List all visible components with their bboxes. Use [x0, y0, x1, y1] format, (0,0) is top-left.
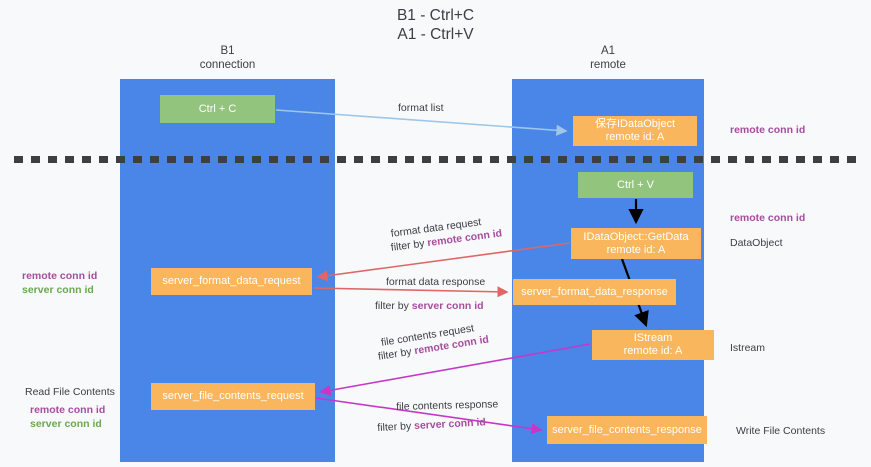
annotation-left-remote-conn-id-bottom: remote conn id — [30, 404, 106, 416]
label-server-conn-id-1: server conn id — [411, 300, 484, 312]
label-filter-prefix-2: filter by — [375, 300, 412, 312]
arrow-file-contents-response — [315, 397, 543, 435]
annotation-right-remote-conn-id-top: remote conn id — [730, 124, 806, 136]
annotation-right-istream: Istream — [730, 342, 766, 354]
label-format-data-response: format data response — [386, 276, 486, 288]
node-save-idataobject[interactable]: 保存IDataObject remote id: A — [573, 116, 697, 146]
annotation-right-remote-conn-id-mid: remote conn id — [730, 212, 806, 224]
label-format-data-response-filter: filter by server conn id — [375, 299, 484, 313]
label-file-contents-response: file contents response — [396, 398, 499, 413]
node-server-format-data-response[interactable]: server_format_data_response — [513, 279, 676, 305]
label-filter-prefix-4: filter by — [377, 420, 415, 434]
annotation-left-server-conn-id-bottom: server conn id — [30, 418, 102, 430]
swimlane-header-b1: B1 connection — [199, 45, 256, 71]
node-idataobject-getdata[interactable]: IDataObject::GetData remote id: A — [571, 228, 701, 259]
diagram-title: B1 - Ctrl+C A1 - Ctrl+V — [396, 7, 475, 43]
node-server-format-data-request[interactable]: server_format_data_request — [151, 268, 312, 295]
node-server-file-contents-request[interactable]: server_file_contents_request — [151, 383, 315, 410]
node-ctrl-v[interactable]: Ctrl + V — [578, 172, 693, 198]
annotation-left-remote-conn-id-mid: remote conn id — [22, 270, 98, 282]
annotation-right-write-file-contents: Write File Contents — [736, 425, 826, 437]
node-server-file-contents-response[interactable]: server_file_contents_response — [547, 416, 707, 444]
node-ctrl-c[interactable]: Ctrl + C — [160, 95, 275, 123]
label-format-list: format list — [398, 102, 444, 114]
node-istream[interactable]: IStream remote id: A — [592, 330, 714, 360]
annotation-left-server-conn-id-mid: server conn id — [22, 284, 94, 296]
swimlane-header-a1: A1 remote — [590, 45, 626, 71]
arrow-format-list — [275, 109, 568, 136]
arrow-file-contents-request — [319, 343, 591, 396]
phase-divider — [14, 156, 857, 163]
label-server-conn-id-2: server conn id — [413, 416, 487, 433]
arrow-format-data-response — [313, 286, 509, 298]
annotation-left-read-file-contents: Read File Contents — [25, 386, 115, 398]
annotation-right-dataobject: DataObject — [730, 237, 783, 249]
arrow-format-data-request — [316, 242, 571, 282]
